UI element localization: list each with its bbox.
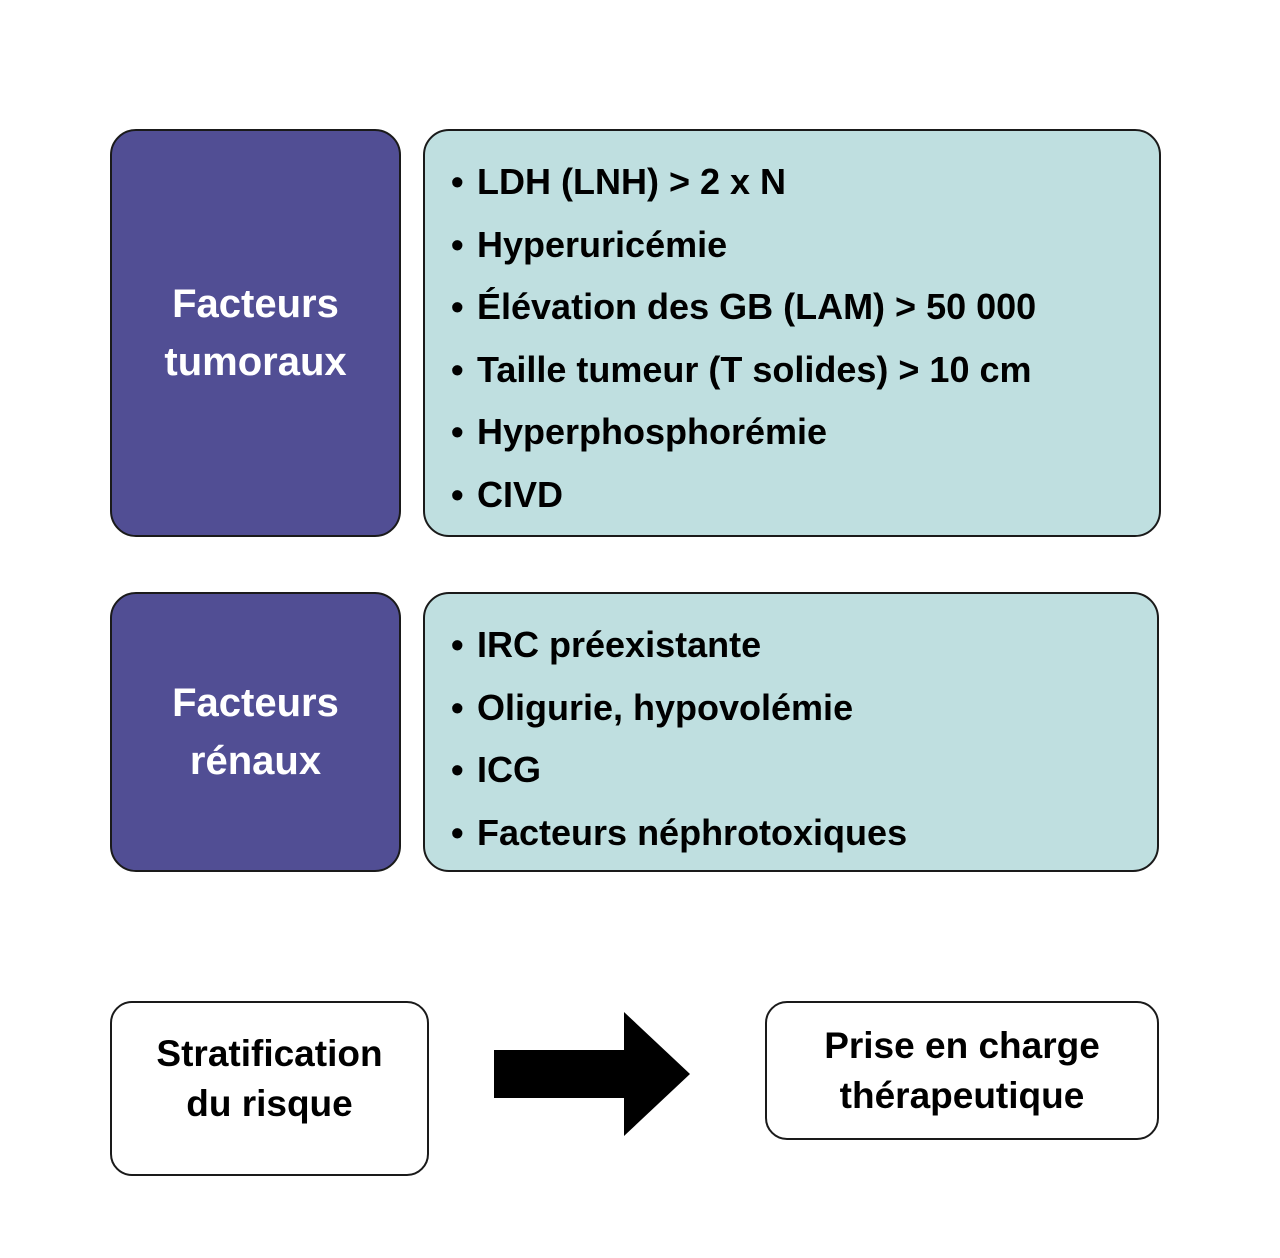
risk-stratification-label: Stratification du risque (156, 1029, 382, 1129)
label-line: Facteurs (172, 681, 339, 725)
tumor-factors-label: Facteurs tumoraux (164, 275, 346, 391)
bullet-icon: • (451, 223, 464, 265)
right-arrow-icon (494, 1012, 690, 1136)
tumor-factors-list: • LDH (LNH) > 2 x N • Hyperuricémie • Éléva… (451, 155, 1036, 530)
bullet-icon: • (451, 686, 464, 728)
label-line: Prise en charge (824, 1024, 1100, 1066)
label-line: tumoraux (164, 340, 347, 384)
renal-factors-label-box: Facteurs rénaux (110, 592, 401, 872)
list-item-text: Hyperphosphorémie (477, 411, 828, 452)
list-item-text: IRC préexistante (477, 624, 762, 665)
list-item-text: LDH (LNH) > 2 x N (477, 161, 787, 202)
bullet-icon: • (451, 749, 464, 790)
bullet-icon: • (451, 811, 464, 853)
list-item: • ICG (451, 743, 907, 806)
label-line: Facteurs (172, 282, 339, 326)
list-item-text: Oligurie, hypovolémie (477, 686, 854, 728)
label-line: rénaux (189, 739, 322, 783)
therapeutic-management-label: Prise en charge thérapeutique (824, 1021, 1100, 1121)
label-line: du risque (186, 1082, 353, 1124)
list-item-text: Hyperuricémie (477, 223, 728, 265)
list-item: • Oligurie, hypovolémie (451, 681, 907, 744)
renal-factors-label: Facteurs rénaux (172, 674, 339, 790)
label-line: thérapeutique (839, 1074, 1085, 1116)
list-item: • CIVD (451, 468, 1036, 531)
bullet-icon: • (451, 411, 464, 452)
bullet-icon: • (451, 348, 464, 390)
renal-factors-list-box: • IRC préexistante • Oligurie, hypovolémie… (423, 592, 1159, 872)
list-item: • Taille tumeur (T solides) > 10 cm (451, 343, 1036, 406)
list-item: • Hyperphosphorémie (451, 405, 1036, 468)
bullet-icon: • (451, 286, 464, 327)
risk-stratification-box: Stratification du risque (110, 1001, 429, 1176)
list-item-text: Facteurs néphrotoxiques (477, 811, 908, 853)
bullet-icon: • (451, 624, 464, 665)
list-item: • IRC préexistante (451, 618, 907, 681)
bullet-icon: • (451, 161, 464, 202)
bullet-icon: • (451, 473, 464, 515)
list-item-text: CIVD (477, 473, 564, 515)
list-item-text: ICG (477, 749, 542, 790)
label-line: Stratification (156, 1032, 383, 1074)
renal-factors-list: • IRC préexistante • Oligurie, hypovolémie… (451, 618, 907, 868)
therapeutic-management-box: Prise en charge thérapeutique (765, 1001, 1159, 1140)
tumor-factors-list-box: • LDH (LNH) > 2 x N • Hyperuricémie • Éléva… (423, 129, 1161, 537)
tumor-factors-label-box: Facteurs tumoraux (110, 129, 401, 537)
list-item: • Élévation des GB (LAM) > 50 000 (451, 280, 1036, 343)
list-item-text: Élévation des GB (LAM) > 50 000 (477, 286, 1037, 327)
list-item-text: Taille tumeur (T solides) > 10 cm (477, 348, 1032, 390)
list-item: • Hyperuricémie (451, 218, 1036, 281)
arrow-shape (494, 1012, 690, 1136)
list-item: • Facteurs néphrotoxiques (451, 806, 907, 869)
list-item: • LDH (LNH) > 2 x N (451, 155, 1036, 218)
